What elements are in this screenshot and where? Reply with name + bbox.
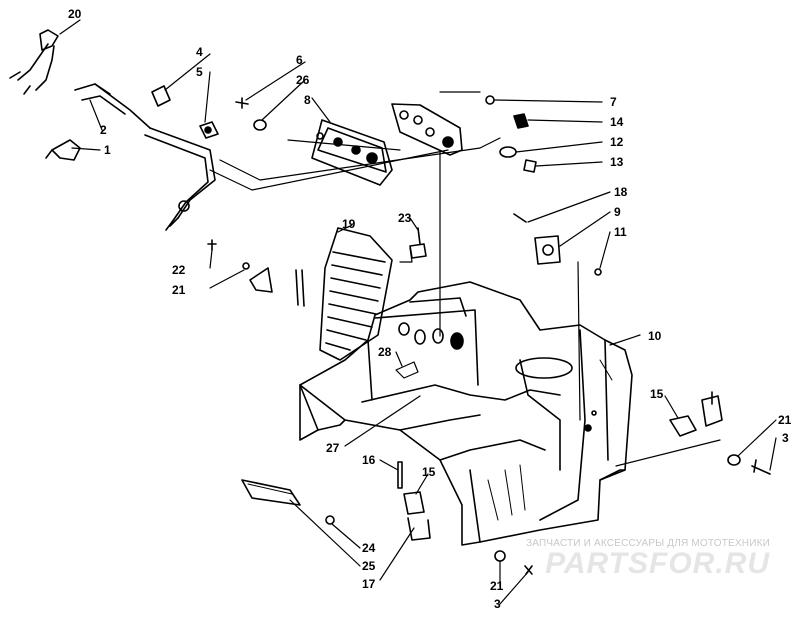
callout-28: 28 [378,345,392,359]
callout-5: 5 [196,65,203,79]
callout-19: 19 [342,217,356,231]
callout-12: 12 [610,135,624,149]
callout-25: 25 [362,559,376,573]
callout-4: 4 [196,45,203,59]
callout-3-right: 3 [782,431,789,445]
callout-21-bottom: 21 [490,579,504,593]
callout-24: 24 [362,541,376,555]
callout-22: 22 [172,263,186,277]
callout-2: 2 [100,123,107,137]
callout-15-bottom: 15 [422,465,436,479]
bottom-hardware [241,461,533,575]
vent-bracket [207,239,305,307]
small-hardware [151,85,602,276]
callout-20: 20 [68,7,82,21]
callout-27: 27 [326,441,340,455]
callout-8: 8 [304,93,311,107]
callout-labels: 20 4 5 6 26 8 2 1 7 14 12 13 18 9 11 19 … [68,7,792,611]
side-bracket-right [669,391,771,475]
callout-10: 10 [648,329,662,343]
callout-23: 23 [398,211,412,225]
callout-6: 6 [296,53,303,67]
callout-17: 17 [362,577,376,591]
callout-21-left: 21 [172,283,186,297]
callout-16: 16 [362,453,376,467]
mounting-gasket [391,103,463,156]
callout-15-right: 15 [650,387,664,401]
callout-18: 18 [614,185,628,199]
callout-21-right: 21 [778,413,792,427]
louvered-vent [319,227,393,361]
callout-13: 13 [610,155,624,169]
callout-14: 14 [610,115,624,129]
callout-26: 26 [296,73,310,87]
callout-7: 7 [610,95,617,109]
callout-9: 9 [614,205,621,219]
callout-3-bottom: 3 [494,597,501,611]
leader-lines [59,19,777,605]
callout-11: 11 [614,225,627,239]
cable-assembly [9,29,216,231]
console-housing [299,281,633,546]
callout-1: 1 [104,143,111,157]
